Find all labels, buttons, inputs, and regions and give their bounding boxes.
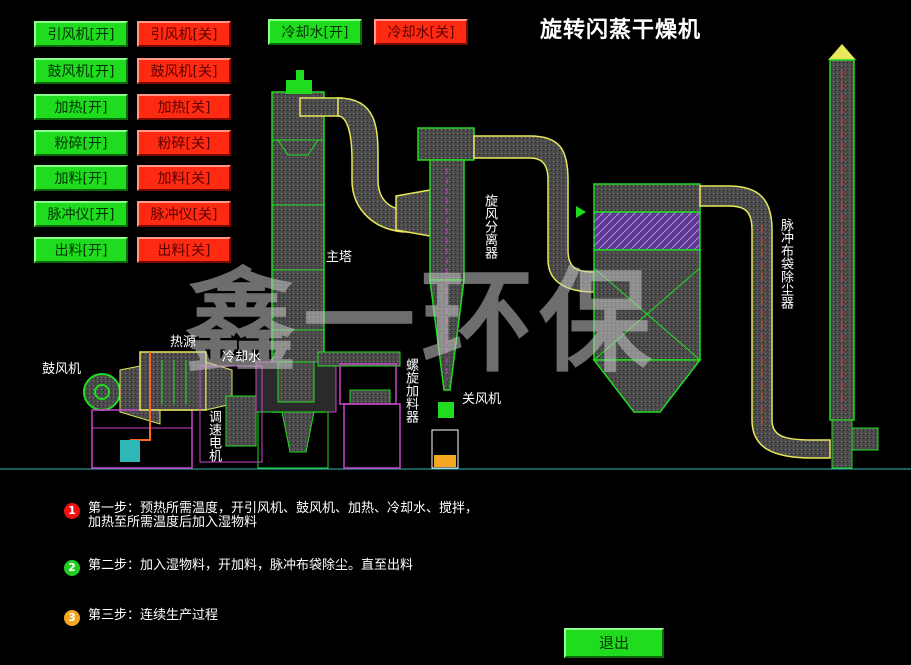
main-tower-label: 主塔 (326, 250, 353, 265)
blower-off-button[interactable]: 鼓风机[关] (137, 58, 231, 84)
cyclone-separator (417, 127, 475, 469)
bag-filter-label: 脉冲布袋除尘器 (778, 218, 793, 309)
step-3-badge: 3 (64, 610, 80, 626)
watermark-text: 鑫一环保 (185, 258, 657, 388)
step-1: 1 第一步：预热所需温度，开引风机、鼓风机、加热、冷却水、搅拌， 加热至所需温度… (64, 502, 524, 546)
induced-fan-on-button[interactable]: 引风机[开] (34, 21, 128, 47)
bag-filter (576, 183, 702, 413)
cooling-water-off-button[interactable]: 冷却水[关] (374, 19, 468, 45)
induced-fan-off-button[interactable]: 引风机[关] (137, 21, 231, 47)
heat-source (120, 351, 233, 462)
step-1-badge: 1 (64, 503, 80, 519)
crushing-off-button[interactable]: 粉碎[关] (137, 130, 231, 156)
chimney (828, 44, 879, 469)
mill-base (225, 361, 337, 469)
pulse-on-button[interactable]: 脉冲仪[开] (34, 201, 128, 227)
cooling-water-on-button[interactable]: 冷却水[开] (268, 19, 362, 45)
crushing-on-button[interactable]: 粉碎[开] (34, 130, 128, 156)
discharge-on-button[interactable]: 出料[开] (34, 237, 128, 263)
step-3-text: 第三步：连续生产过程 (88, 608, 219, 623)
support-frame (199, 365, 263, 463)
step-2: 2 第二步：加入湿物料，开加料，脉冲布袋除尘。直至出料 (64, 559, 524, 579)
pulse-off-button[interactable]: 脉冲仪[关] (137, 201, 231, 227)
blower-on-button[interactable]: 鼓风机[开] (34, 58, 128, 84)
step-2-badge: 2 (64, 560, 80, 576)
heat-source-label: 热源 (170, 335, 197, 350)
heating-on-button[interactable]: 加热[开] (34, 94, 128, 120)
feeding-on-button[interactable]: 加料[开] (34, 165, 128, 191)
duct-tower-cyclone (299, 97, 431, 237)
heating-off-button[interactable]: 加热[关] (137, 94, 231, 120)
duct-filter-chimney (699, 185, 831, 459)
step-1-text: 第一步：预热所需温度，开引风机、鼓风机、加热、冷却水、搅拌， 加热至所需温度后加… (88, 501, 479, 530)
feeding-off-button[interactable]: 加料[关] (137, 165, 231, 191)
cooling-water-label: 冷却水 (222, 350, 262, 365)
speed-motor-label: 调速电机 (206, 410, 221, 462)
step-2-text: 第二步：加入湿物料，开加料，脉冲布袋除尘。直至出料 (88, 558, 414, 573)
cyclone-label: 旋风分离器 (482, 194, 497, 259)
page-title: 旋转闪蒸干燥机 (540, 18, 702, 43)
exit-button[interactable]: 退出 (564, 628, 664, 658)
screw-feeder (317, 351, 401, 469)
screw-feeder-label: 螺旋加料器 (403, 358, 418, 423)
rotary-valve-label: 关风机 (462, 392, 502, 407)
blower-label: 鼓风机 (42, 362, 82, 377)
discharge-off-button[interactable]: 出料[关] (137, 237, 231, 263)
step-3: 3 第三步：连续生产过程 (64, 609, 524, 629)
